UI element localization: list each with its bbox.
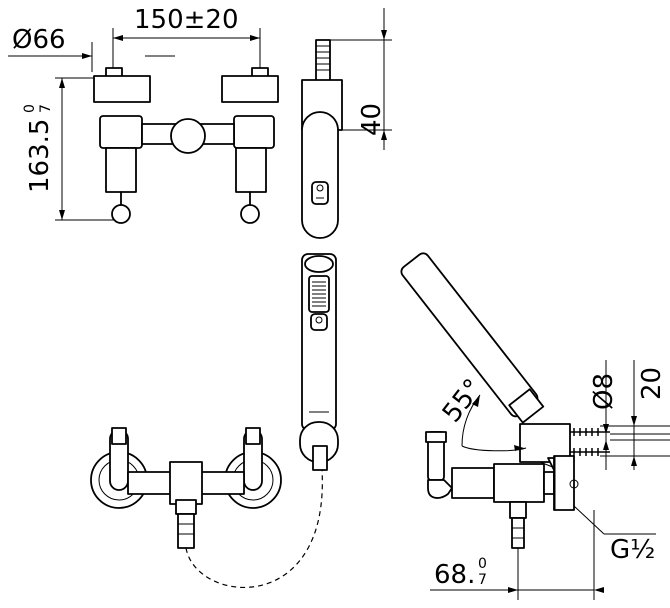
spacing-label: 150±20 <box>134 5 239 35</box>
height-163-group: 163.5 0 7 <box>22 104 55 193</box>
mixer-front-view-mounted <box>90 427 323 589</box>
height-tol-upper: 0 <box>22 104 38 113</box>
height-tol-lower: 7 <box>38 104 54 113</box>
side-view <box>400 252 670 600</box>
height-40-label: 40 <box>357 103 387 136</box>
diameter-66-label: Ø66 <box>12 25 66 55</box>
depth-tol-upper: 0 <box>478 556 487 572</box>
angle-55-label: 55° <box>437 374 489 429</box>
depth-68-label: 68. <box>434 560 475 590</box>
length-20-label: 20 <box>637 367 667 400</box>
handshower-front-view <box>299 253 339 471</box>
holder-top-view <box>301 8 392 239</box>
height-163-label: 163.5 <box>25 119 55 193</box>
thread-label: G½ <box>610 535 655 565</box>
front-view-mixer <box>8 28 279 224</box>
diameter-8-label: Ø8 <box>589 373 619 410</box>
depth-tol-lower: 7 <box>478 572 487 588</box>
